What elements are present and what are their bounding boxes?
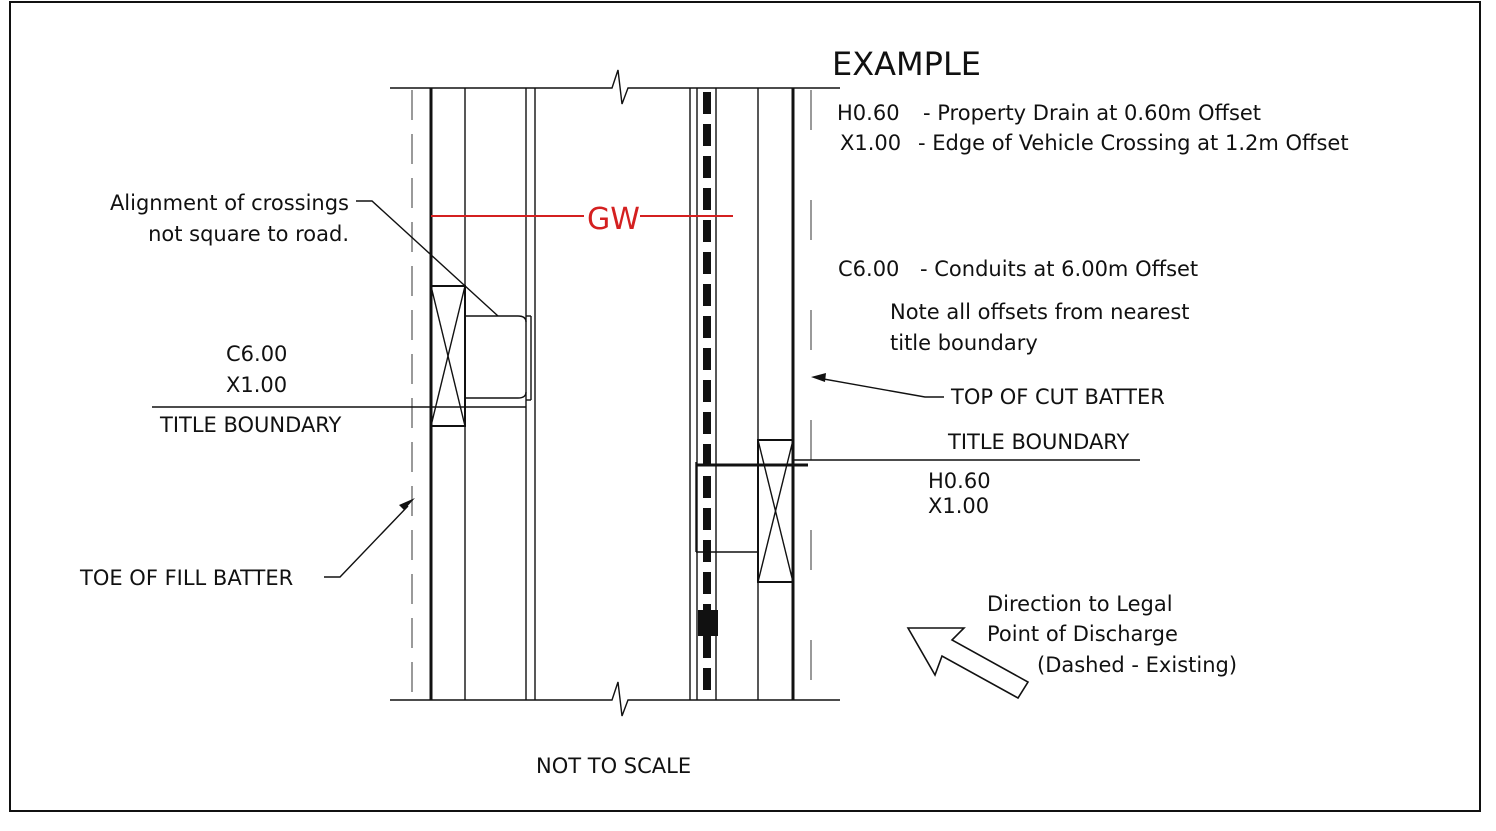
right-crossing [695, 439, 808, 583]
legend-text-1: - Property Drain at 0.60m Offset [923, 101, 1261, 125]
right-code-h: H0.60 [928, 469, 991, 493]
note-line-2: title boundary [890, 331, 1038, 355]
direction-line-2: Point of Discharge [987, 622, 1178, 646]
drawing-frame [9, 1, 1481, 812]
legend-text-3: - Conduits at 6.00m Offset [920, 257, 1198, 281]
not-to-scale-label: NOT TO SCALE [536, 754, 691, 778]
top-of-cut-label: TOP OF CUT BATTER [950, 385, 1165, 409]
right-code-x: X1.00 [928, 494, 989, 518]
note-line-1: Note all offsets from nearest [890, 300, 1190, 324]
left-code-c: C6.00 [226, 342, 287, 366]
left-code-x: X1.00 [226, 373, 287, 397]
left-title-boundary-label: TITLE BOUNDARY [159, 413, 342, 437]
discharge-direction-arrow [906, 627, 1030, 700]
legend-text-2: - Edge of Vehicle Crossing at 1.2m Offse… [918, 131, 1349, 155]
top-break-line [390, 69, 840, 105]
alignment-leader [356, 200, 499, 317]
right-title-boundary-label: TITLE BOUNDARY [947, 430, 1130, 454]
legend-code-2: X1.00 [840, 131, 901, 155]
alignment-label-2: not square to road. [148, 222, 349, 246]
legend-code-1: H0.60 [837, 101, 900, 125]
legend-code-3: C6.00 [838, 257, 899, 281]
direction-line-3: (Dashed - Existing) [1037, 653, 1237, 677]
alignment-label-1: Alignment of crossings [110, 191, 349, 215]
toe-arrowhead [399, 498, 415, 510]
toe-of-fill-label: TOE OF FILL BATTER [79, 566, 293, 590]
toe-leader [324, 505, 409, 578]
left-road-lines [429, 88, 536, 700]
top-cut-leader [817, 377, 944, 398]
left-crossing [430, 285, 532, 427]
drain-pit [698, 610, 718, 636]
drawing-title: EXAMPLE [832, 45, 981, 83]
right-road-lines [689, 88, 795, 700]
gw-label: GW [587, 202, 640, 237]
bottom-break-line [390, 681, 840, 717]
top-cut-arrowhead [811, 373, 826, 382]
direction-line-1: Direction to Legal [987, 592, 1173, 616]
